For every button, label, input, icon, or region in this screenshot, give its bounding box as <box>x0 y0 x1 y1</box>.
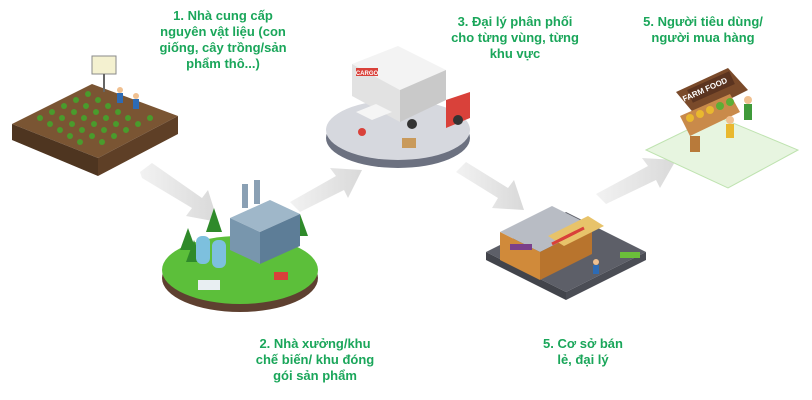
step-5-label: 5. Người tiêu dùng/ người mua hàng <box>643 14 763 45</box>
step-2-label: 2. Nhà xưởng/khu chế biến/ khu đóng gói … <box>255 336 375 383</box>
flow-arrow-1-to-2 <box>140 163 218 222</box>
step-1-label: 1. Nhà cung cấp nguyên vật liệu (con giố… <box>159 8 287 71</box>
factory-illustration <box>162 180 318 312</box>
step-4-label: 5. Cơ sở bán lẻ, đại lý <box>543 336 623 367</box>
farm-food-stall-illustration: FARM FOOD <box>644 68 800 189</box>
truck-brand-plate <box>356 68 378 76</box>
flow-arrow-2-to-3 <box>290 168 362 212</box>
retail-store-illustration <box>486 206 646 300</box>
flow-arrow-3-to-4 <box>456 162 524 210</box>
farm-field-illustration <box>12 55 178 176</box>
truck-brand-text: CARGO <box>356 71 379 77</box>
stall-sign-board <box>687 71 735 103</box>
flow-arrow-4-to-5 <box>596 158 676 204</box>
distribution-hub-illustration: CARGO <box>326 46 470 168</box>
step-3-label: 3. Đại lý phân phối cho từng vùng, từng … <box>451 14 579 61</box>
